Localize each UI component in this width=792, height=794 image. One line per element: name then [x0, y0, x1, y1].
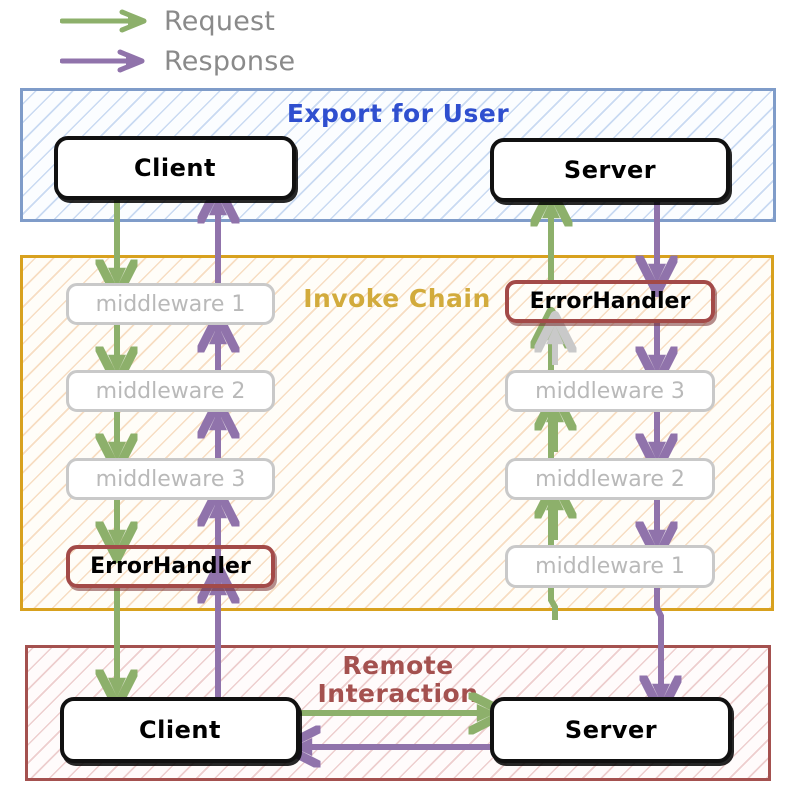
- node-export-client[interactable]: Client: [54, 136, 296, 200]
- panel-chain-title: Invoke Chain: [303, 284, 491, 313]
- legend-label-request: Request: [164, 5, 276, 37]
- node-chain-right-middleware-3[interactable]: middleware 3: [505, 370, 715, 412]
- node-remote-client[interactable]: Client: [60, 697, 300, 763]
- node-remote-server[interactable]: Server: [490, 697, 732, 763]
- node-chain-left-middleware-2[interactable]: middleware 2: [66, 370, 275, 412]
- legend-item-response: Response: [60, 44, 295, 78]
- node-export-server[interactable]: Server: [490, 138, 730, 202]
- node-chain-right-errorhandler[interactable]: ErrorHandler: [505, 280, 715, 323]
- panel-remote-title-line1: Remote: [342, 651, 454, 680]
- legend-label-response: Response: [164, 45, 296, 77]
- node-chain-left-middleware-3[interactable]: middleware 3: [66, 458, 275, 500]
- panel-remote-title-line2: Interaction: [317, 679, 479, 708]
- node-chain-left-middleware-1[interactable]: middleware 1: [66, 283, 275, 325]
- legend-item-request: Request: [60, 4, 275, 38]
- panel-remote-title: Remote Interaction: [28, 652, 768, 708]
- request-arrow-icon: [60, 9, 147, 33]
- panel-export-title: Export for User: [286, 99, 510, 128]
- node-chain-right-middleware-2[interactable]: middleware 2: [505, 458, 715, 500]
- node-chain-left-errorhandler[interactable]: ErrorHandler: [66, 545, 275, 588]
- legend: Request Response: [0, 0, 420, 86]
- node-chain-right-middleware-1[interactable]: middleware 1: [505, 545, 715, 588]
- response-arrow-icon: [60, 49, 145, 73]
